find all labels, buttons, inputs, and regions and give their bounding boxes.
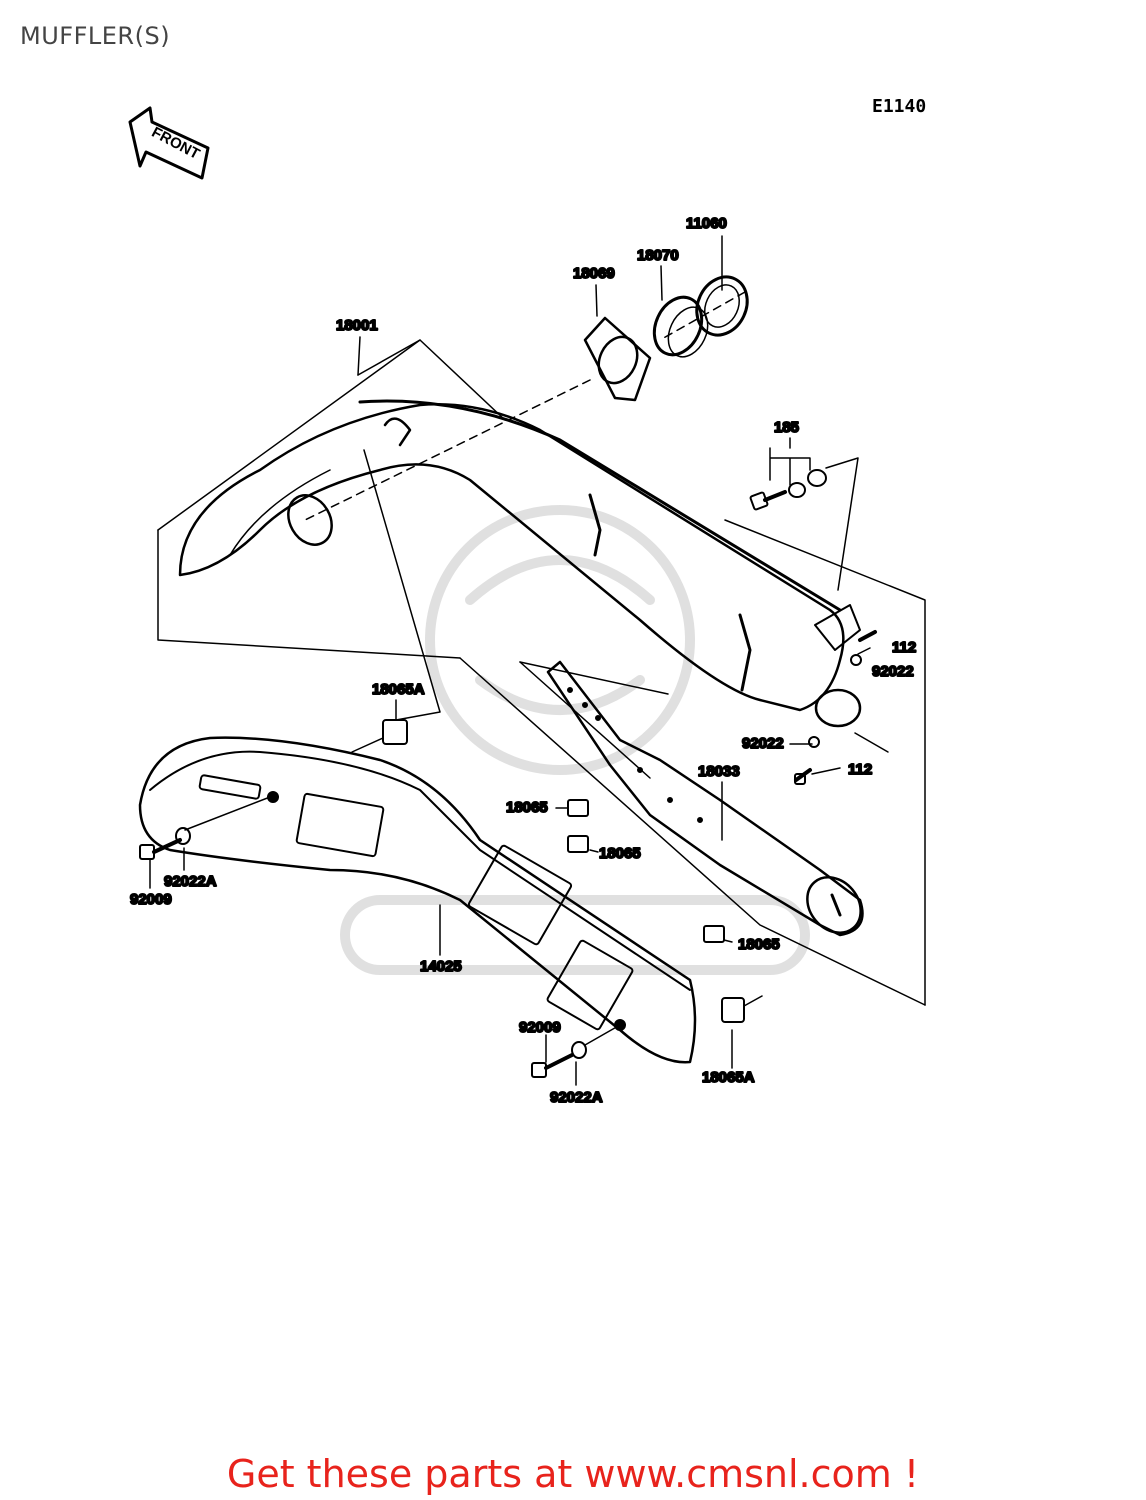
bolts-92009-92022A: [139, 796, 621, 1078]
part-label-92009-left: 92009: [130, 891, 172, 908]
part-label-112-upper: 112: [892, 639, 916, 656]
front-arrow-icon: FRONT: [128, 106, 210, 180]
gasket-ring-11060: [695, 275, 749, 337]
part-label-18001: 18001: [336, 317, 378, 334]
clips-18065: [351, 719, 763, 1023]
part-label-92022A-right: 92022A: [550, 1089, 603, 1106]
bolts-112-92022: [794, 630, 889, 785]
footer-link[interactable]: Get these parts at www.cmsnl.com !: [226, 1452, 920, 1496]
leader-lines: [149, 235, 871, 1086]
flange-18069: [583, 316, 652, 402]
part-label-18069: 18069: [573, 265, 615, 282]
inner-pipe-18033: [546, 660, 864, 937]
part-number-labels: 11060 18070 18069 18001 185 112 92022 92…: [129, 214, 917, 1107]
part-label-92022-upper: 92022: [872, 663, 914, 680]
part-label-18065-a: 18065: [506, 799, 548, 816]
bolt-set-185: [749, 447, 859, 591]
part-label-92022A-left: 92022A: [164, 873, 217, 890]
page-title: MUFFLER(S): [20, 22, 171, 50]
part-label-18065A-upper: 18065A: [372, 681, 425, 698]
part-label-18070: 18070: [637, 247, 679, 264]
part-label-18033: 18033: [698, 763, 740, 780]
diagram-code: E1140: [872, 96, 927, 117]
part-label-18065-b: 18065: [599, 845, 641, 862]
part-label-92022-mid: 92022: [742, 735, 784, 752]
heat-guard-14025: [138, 736, 697, 1064]
ring-18070: [652, 295, 709, 358]
exhaust-pipe-18001: [178, 399, 862, 728]
assembly-frame-lines: [157, 339, 926, 1006]
part-label-18065A-lower: 18065A: [702, 1069, 755, 1086]
part-label-185: 185: [774, 419, 799, 436]
part-label-18065-c: 18065: [738, 936, 780, 953]
part-label-14025: 14025: [420, 958, 462, 975]
watermark-logo: [340, 505, 810, 975]
flange-center-line: [304, 291, 746, 521]
part-label-11060: 11060: [686, 215, 727, 232]
part-label-112-lower: 112: [848, 761, 872, 778]
part-label-92009-right: 92009: [519, 1019, 561, 1036]
